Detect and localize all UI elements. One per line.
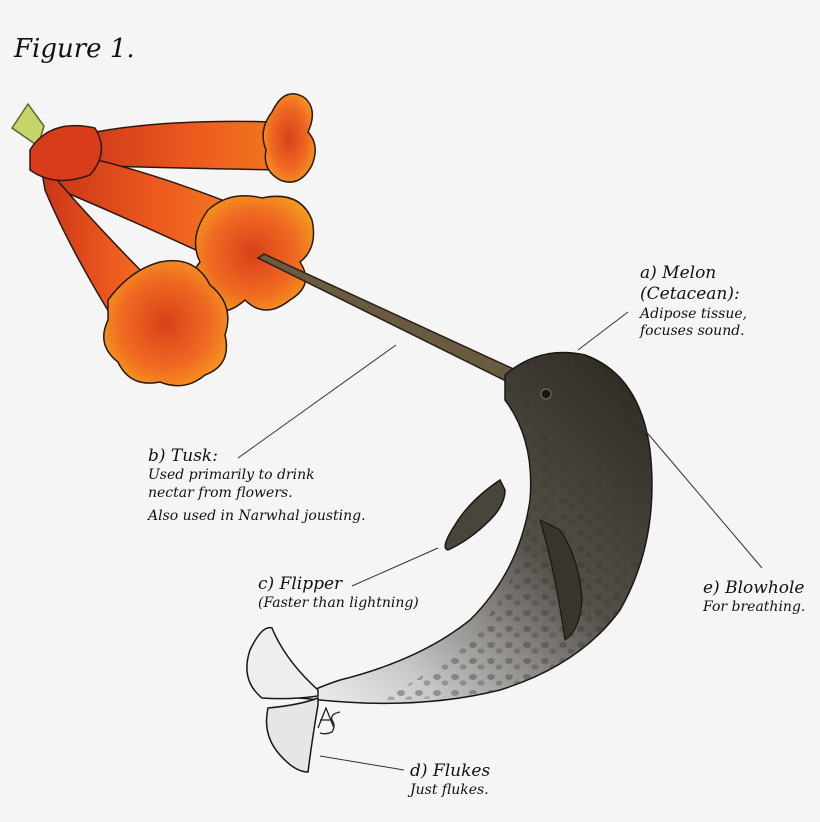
flukes-label: d) Flukes Just flukes.: [410, 761, 490, 800]
tusk-leader-line: [237, 344, 397, 459]
flukes-leader-line: [319, 755, 405, 771]
melon-leader-line: [577, 311, 629, 351]
melon-heading: a) Melon: [640, 263, 717, 283]
blowhole-desc: For breathing.: [703, 599, 806, 616]
flukes-desc: Just flukes.: [410, 782, 489, 799]
narwhal: [246, 351, 653, 773]
tusk-desc-1: Used primarily to drink: [148, 467, 315, 484]
trumpet-flower: [10, 93, 316, 387]
flukes-heading: d) Flukes: [410, 761, 491, 781]
flipper-heading: c) Flipper: [258, 574, 343, 594]
narwhal-tusk: [256, 253, 522, 385]
melon-heading-2: (Cetacean):: [640, 284, 740, 305]
figure-title: Figure 1.: [14, 34, 135, 64]
tusk-label: b) Tusk: Used primarily to drink nectar …: [148, 446, 366, 526]
tusk-desc-2: nectar from flowers.: [148, 484, 293, 501]
melon-desc-2: focuses sound.: [640, 323, 745, 339]
tusk-heading: b) Tusk:: [148, 446, 218, 466]
narwhal-spots: [380, 352, 652, 700]
flower-bloom-top: [262, 93, 316, 183]
narwhal-flipper: [444, 478, 506, 551]
flower-stem: [10, 102, 45, 148]
blowhole-leader-line: [637, 421, 763, 569]
tusk-desc-3: Also used in Narwhal jousting.: [148, 508, 366, 525]
flipper-desc: (Faster than lightning): [258, 595, 419, 612]
narwhal-eye: [540, 388, 552, 400]
flipper-leader-line: [351, 547, 439, 587]
melon-desc-1: Adipose tissue,: [640, 305, 748, 322]
narwhal-fluke-upper: [246, 626, 319, 700]
blowhole-heading: e) Blowhole: [703, 578, 805, 598]
melon-label: a) Melon (Cetacean): Adipose tissue, foc…: [640, 263, 747, 341]
artist-signature: [317, 706, 341, 735]
leader-lines: [237, 311, 763, 771]
blowhole-label: e) Blowhole For breathing.: [703, 578, 805, 617]
narwhal-fluke-lower: [265, 696, 319, 773]
flipper-label: c) Flipper (Faster than lightning): [258, 574, 419, 613]
flower-calyx: [29, 124, 103, 182]
flower-bloom-lower: [103, 259, 229, 387]
narwhal-side-fin: [539, 518, 583, 642]
